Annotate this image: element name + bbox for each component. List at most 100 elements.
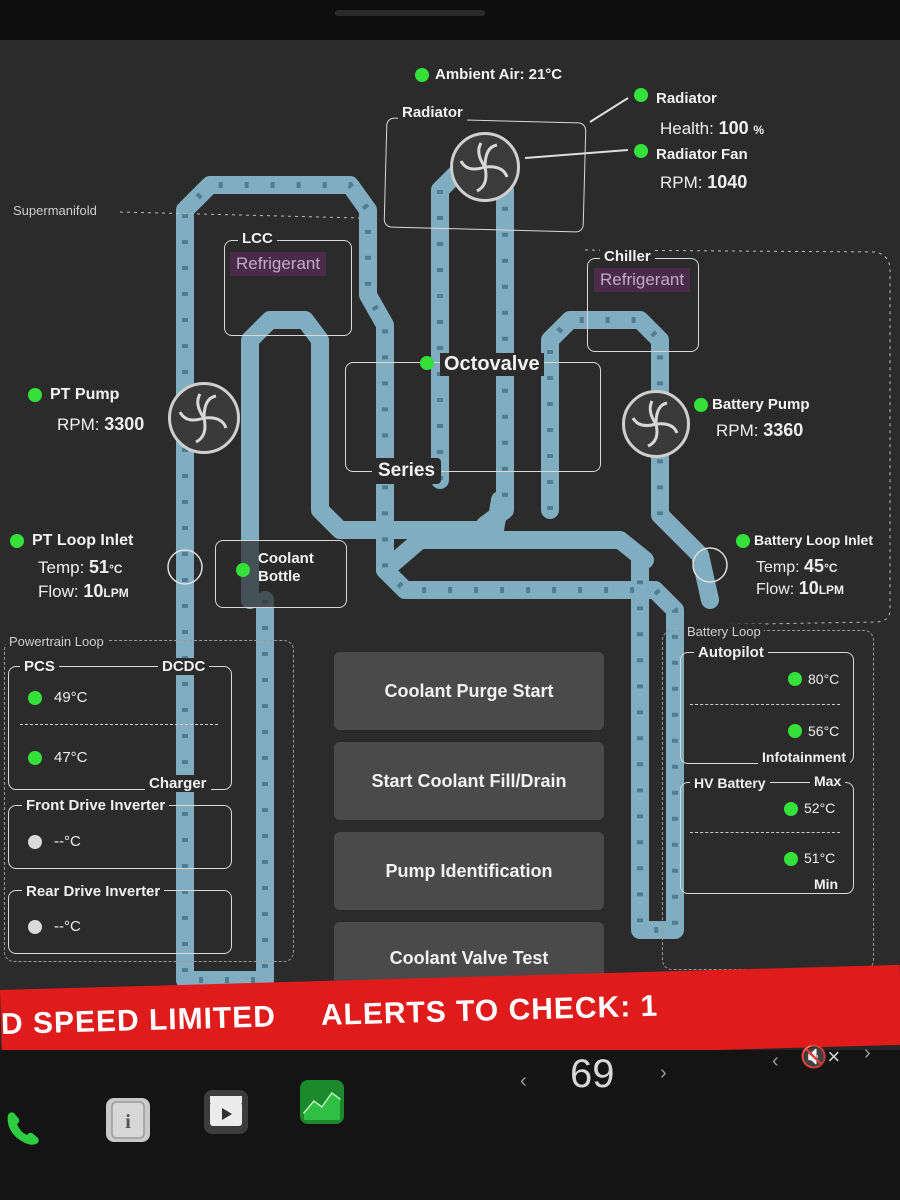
temp-increase-arrow[interactable]: › <box>660 1062 667 1084</box>
radiator-health-value: 100 <box>718 118 749 138</box>
pt-pump-readout: RPM: 3300 <box>57 414 144 435</box>
battery-inlet-temp: Temp: 45°C <box>756 556 838 577</box>
pcs-temp: 49°C <box>54 689 88 706</box>
energy-app-icon[interactable] <box>300 1080 344 1124</box>
hv-max-temp-dot <box>784 802 798 816</box>
temp-decrease-arrow[interactable]: ‹ <box>520 1070 527 1092</box>
octovalve-mode: Series <box>372 458 442 484</box>
volume-decrease-arrow[interactable]: ‹ <box>772 1050 779 1072</box>
charger-temp: 47°C <box>54 749 88 766</box>
coolant-purge-start-button[interactable]: Coolant Purge Start <box>334 652 604 730</box>
ambient-status-dot <box>415 68 429 82</box>
battery-pump-title: Battery Pump <box>712 396 810 413</box>
pt-inlet-flow: Flow: 10LPM <box>38 581 129 602</box>
autopilot-divider <box>690 704 840 705</box>
radiator-fan-rpm-label: RPM: <box>660 173 703 192</box>
pt-inlet-dot <box>10 534 24 548</box>
pt-pump-dot <box>28 388 42 402</box>
battery-pump-rpm-label: RPM: <box>716 421 759 440</box>
pipe-lcc-loop <box>241 311 509 609</box>
powertrain-loop-frame <box>4 640 294 962</box>
pt-inlet-temp: Temp: 51°C <box>38 557 123 578</box>
alerts-to-check: ALERTS TO CHECK: 1 <box>320 989 659 1033</box>
hv-min-temp: 51°C <box>804 850 836 866</box>
supermanifold-label: Supermanifold <box>10 203 100 218</box>
chiller-refrigerant: Refrigerant <box>594 268 691 292</box>
octovalve-label: Octovalve <box>440 353 544 376</box>
svg-text:i: i <box>125 1111 131 1133</box>
pt-inlet-temp-label: Temp: <box>38 558 85 577</box>
radiator-fan-dot <box>634 144 648 158</box>
battery-inlet-flow-value: 10 <box>798 578 819 598</box>
octovalve-status-dot <box>420 356 434 370</box>
battery-pump-readout: RPM: 3360 <box>716 420 803 441</box>
radiator-fan-rpm-value: 1040 <box>707 172 748 192</box>
pcs-temp-dot <box>28 691 42 705</box>
pt-inlet-title: PT Loop Inlet <box>32 532 134 549</box>
theater-app-icon[interactable] <box>204 1090 248 1134</box>
pipe-series-link <box>376 531 654 579</box>
coolant-bottle-line2: Bottle <box>258 568 301 585</box>
powertrain-loop-label: Powertrain Loop <box>6 634 107 649</box>
battery-loop-label: Battery Loop <box>684 624 764 639</box>
pcs-label: PCS <box>20 658 59 675</box>
radiator-fan-title: Radiator Fan <box>656 146 748 163</box>
radiator-health-unit: % <box>753 123 765 137</box>
speed-limited-alert: D SPEED LIMITED <box>0 1000 277 1041</box>
charger-temp-dot <box>28 751 42 765</box>
pcs-divider <box>20 724 218 725</box>
pcs-dcdc-charger-box <box>8 666 232 790</box>
battery-inlet-temp-unit: °C <box>824 561 838 575</box>
radiator-health-title: Radiator <box>656 90 717 107</box>
radiator-box-label: Radiator <box>398 104 467 121</box>
phone-app-icon[interactable] <box>0 1105 46 1149</box>
battery-inlet-flow: Flow: 10LPM <box>756 578 844 599</box>
coolant-bottle-line1: Coolant <box>258 550 314 567</box>
rear-inverter-label: Rear Drive Inverter <box>22 883 165 900</box>
pt-inlet-flow-unit: LPM <box>103 586 129 600</box>
infotainment-temp-dot <box>788 724 802 738</box>
battery-pump-rpm-value: 3360 <box>763 420 804 440</box>
front-inverter-temp: --°C <box>54 833 81 850</box>
infotainment-label: Infotainment <box>758 749 850 765</box>
mute-icon[interactable]: 🔇× <box>800 1044 841 1069</box>
infotainment-temp: 56°C <box>808 723 840 739</box>
rear-inverter-dot <box>28 920 42 934</box>
bottom-dock: i ‹ 69 › ‹ 🔇× › <box>0 1042 900 1200</box>
owners-manual-icon[interactable]: i <box>106 1098 150 1142</box>
autopilot-temp-dot <box>788 672 802 686</box>
hv-max-temp: 52°C <box>804 800 836 816</box>
battery-pump-icon <box>622 390 690 458</box>
radiator-fan-icon <box>450 132 520 202</box>
screen-bezel <box>0 0 900 40</box>
battery-inlet-flow-label: Flow: <box>756 581 795 598</box>
hv-max-label: Max <box>810 773 846 789</box>
radiator-health-dot <box>634 88 648 102</box>
front-inverter-dot <box>28 835 42 849</box>
pt-inlet-flow-value: 10 <box>83 581 104 601</box>
hv-min-label: Min <box>810 876 843 892</box>
lcc-box <box>224 240 352 336</box>
lcc-refrigerant: Refrigerant <box>230 252 327 276</box>
pump-identification-button[interactable]: Pump Identification <box>334 832 604 910</box>
volume-increase-arrow[interactable]: › <box>864 1042 871 1064</box>
thermal-panel: Ambient Air: 21°C Radiator Radiator Heal… <box>0 40 900 1000</box>
battery-pump-dot <box>694 398 708 412</box>
pt-inlet-temp-unit: °C <box>109 562 123 576</box>
battery-inlet-title: Battery Loop Inlet <box>754 532 874 548</box>
pt-inlet-flow-label: Flow: <box>38 582 79 601</box>
radiator-health-readout: Health: 100 % <box>660 118 764 139</box>
hv-battery-label: HV Battery <box>690 775 770 791</box>
autopilot-temp: 80°C <box>808 671 840 687</box>
bezel-handle <box>335 10 485 16</box>
start-coolant-fill-drain-button[interactable]: Start Coolant Fill/Drain <box>334 742 604 820</box>
pt-inlet-temp-value: 51 <box>89 557 110 577</box>
octovalve-box <box>345 362 601 472</box>
front-inverter-box <box>8 805 232 869</box>
pipe-chiller-loop <box>541 311 719 609</box>
charger-label: Charger <box>145 775 211 792</box>
chiller-title: Chiller <box>600 248 655 265</box>
battery-inlet-flow-unit: LPM <box>818 583 845 597</box>
radiator-health-label: Health: <box>660 119 714 138</box>
